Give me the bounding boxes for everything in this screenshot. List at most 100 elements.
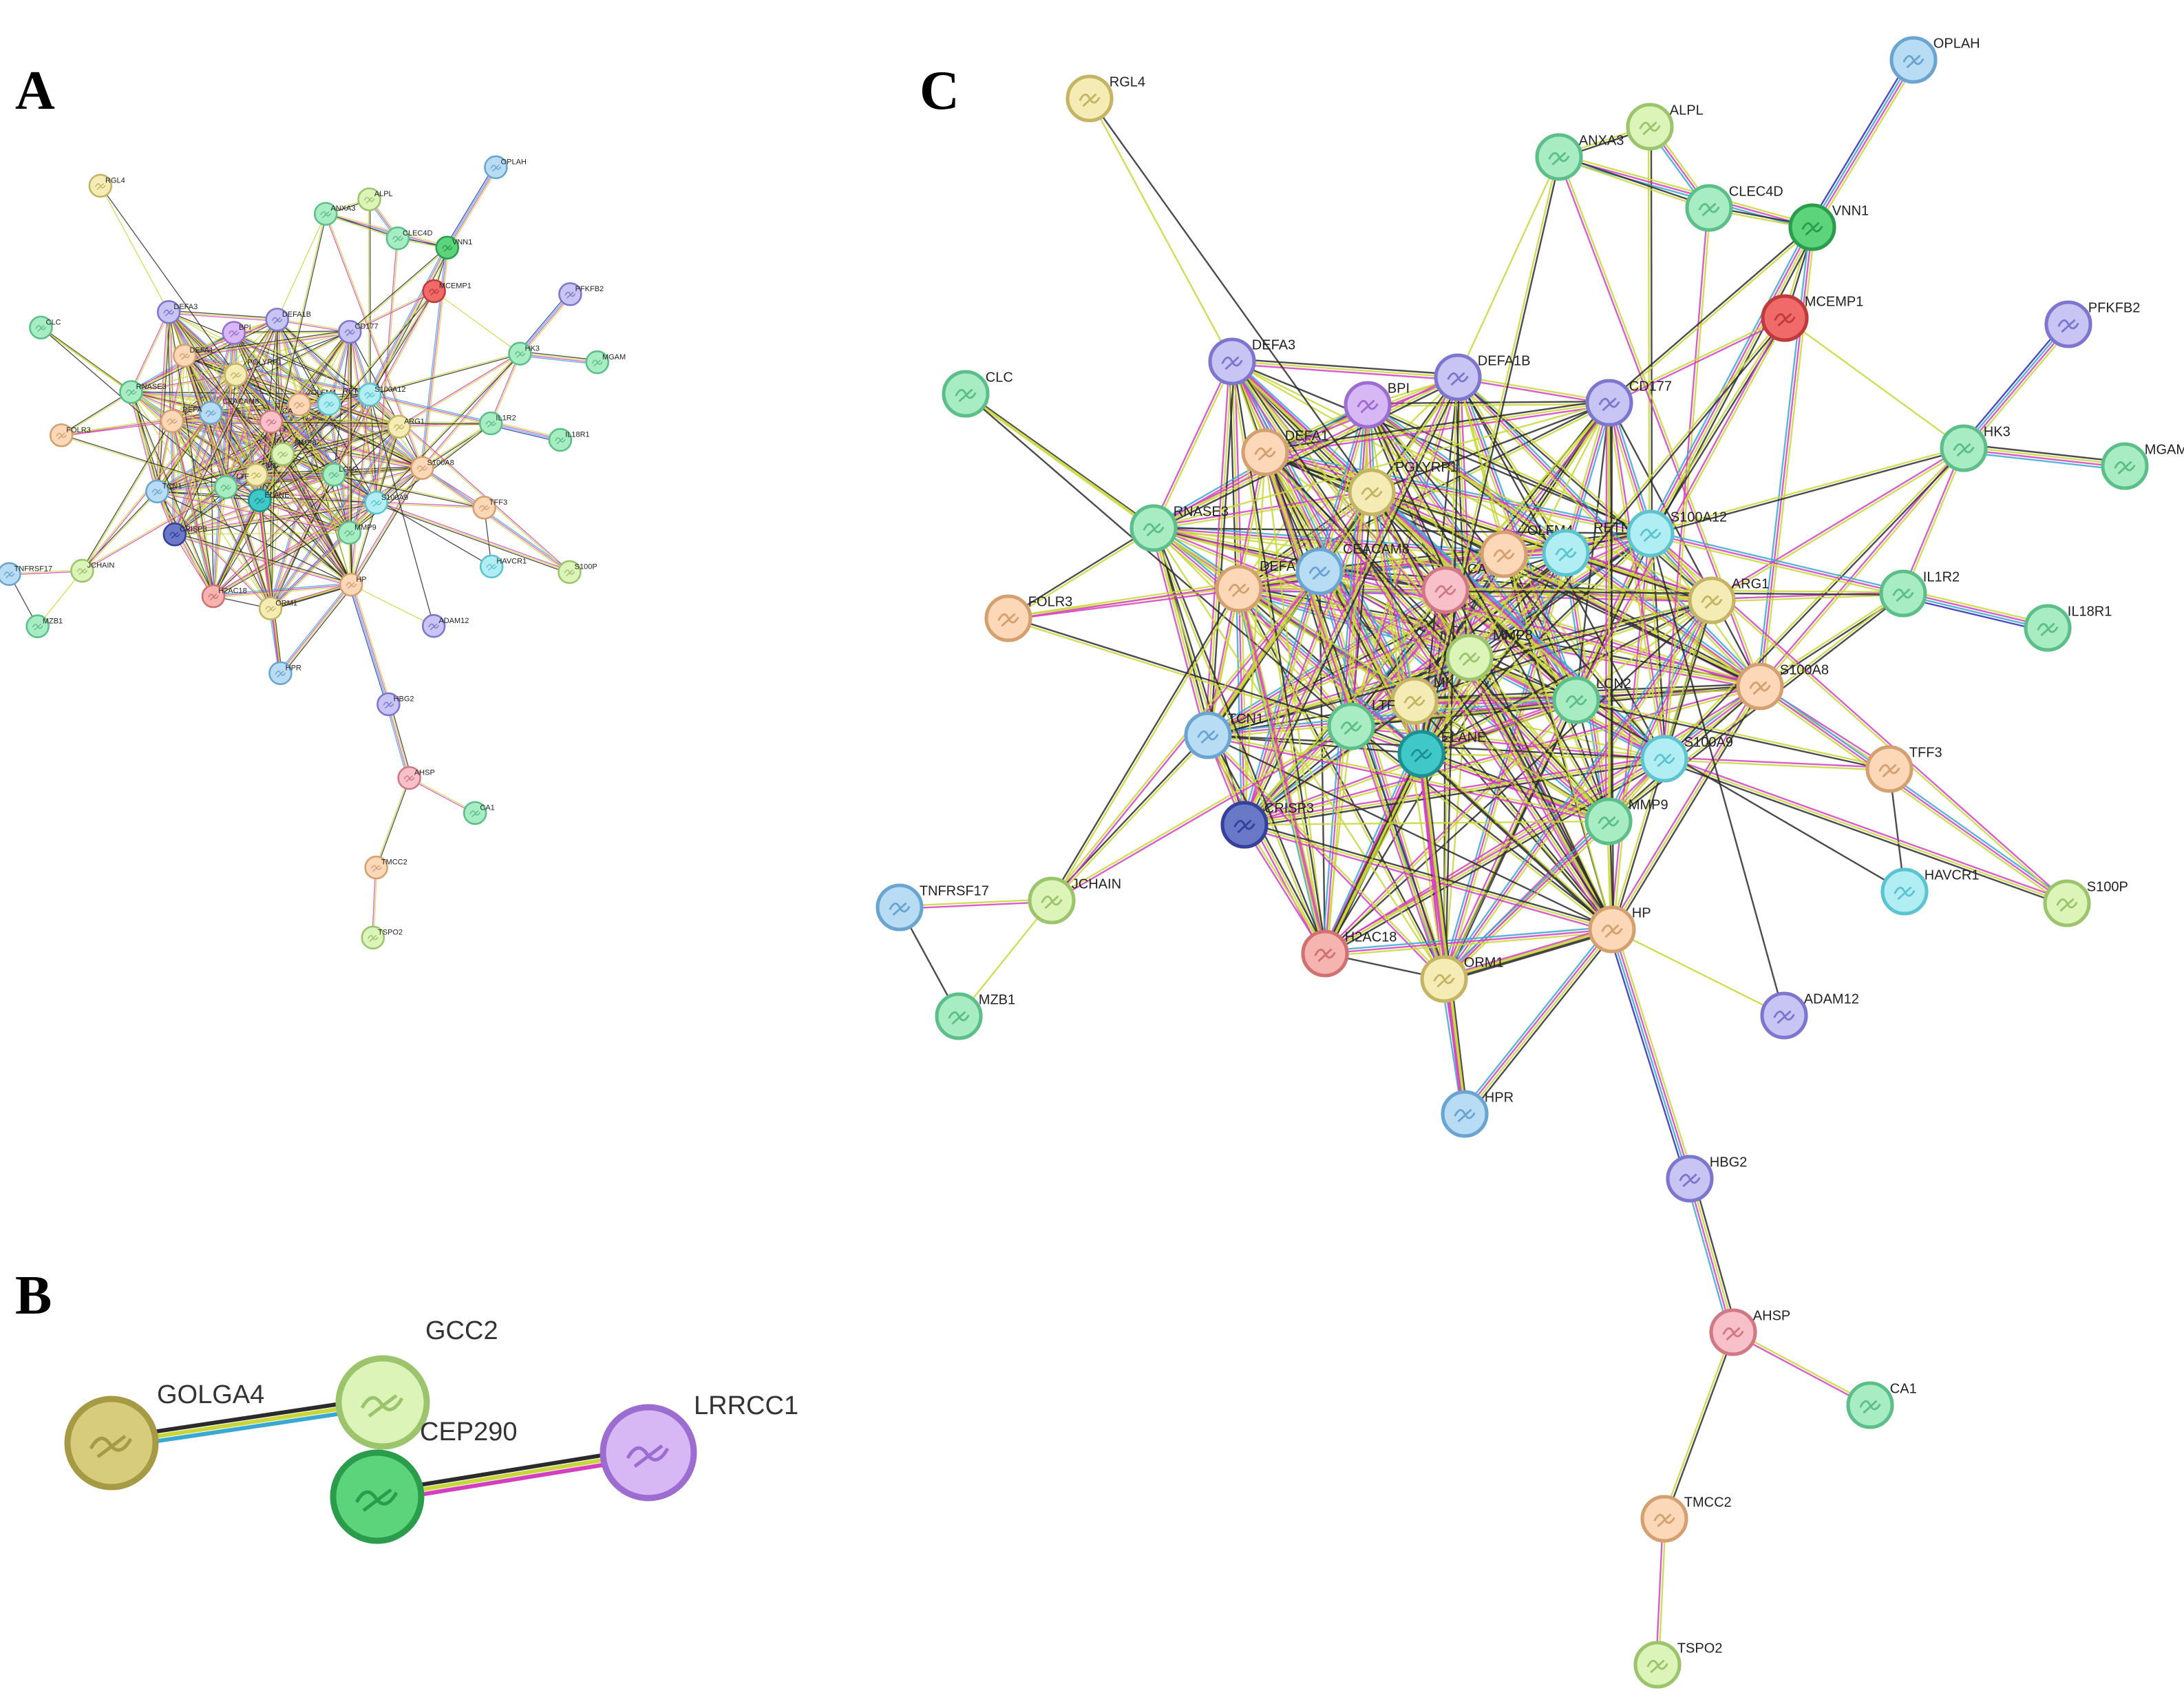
net-c-node-mk[interactable]: MK (1390, 675, 1455, 725)
net-a-node-s100a8[interactable]: S100A8 (410, 456, 454, 481)
net-c-node-pglyrp1[interactable]: PGLYRP1 (1348, 460, 1458, 516)
net-c-node-s100a8[interactable]: S100A8 (1736, 662, 1829, 710)
net-b-node-cep290[interactable]: CEP290 (330, 1418, 518, 1544)
net-a-node-crisp3[interactable]: CRISP3 (162, 522, 207, 547)
net-c-node-orm1[interactable]: ORM1 (1420, 955, 1504, 1003)
net-a-node-arg1[interactable]: ARG1 (387, 414, 425, 439)
net-c-node-arg1[interactable]: ARG1 (1688, 576, 1769, 624)
net-a-node-tspo2[interactable]: TSPO2 (361, 925, 403, 950)
net-a-node-pfkfb2[interactable]: PFKFB2 (558, 282, 604, 306)
net-a-node-anxa3[interactable]: ANXA3 (313, 202, 355, 226)
net-c-node-lcn2[interactable]: LCN2 (1552, 676, 1631, 724)
net-c-node-clc[interactable]: CLC (942, 370, 1013, 418)
net-a-node-il1r2[interactable]: IL1R2 (478, 411, 516, 436)
net-c-node-il1r2[interactable]: IL1R2 (1879, 569, 1960, 618)
net-c-node-defa1b[interactable]: DEFA1B (1434, 353, 1531, 401)
net-a-node-lcn2[interactable]: LCN2 (321, 463, 359, 487)
net-a-node-ahsp[interactable]: AHSP (397, 766, 435, 790)
net-a-node-hp[interactable]: HP (339, 572, 367, 597)
net-c-node-defa3[interactable]: DEFA3 (1208, 337, 1295, 386)
net-c-node-retn[interactable]: RETN (1542, 520, 1631, 577)
net-a-node-defa[interactable]: DEFA (160, 406, 202, 433)
net-c-node-elane[interactable]: ELANE (1397, 730, 1486, 778)
net-a-node-rnase3[interactable]: RNASE3 (119, 380, 167, 404)
net-c-node-mcemp1[interactable]: MCEMP1 (1761, 294, 1863, 342)
net-a-node-defa1b[interactable]: DEFA1B (265, 307, 311, 332)
net-c-node-mgam[interactable]: MGAM (2101, 442, 2184, 490)
net-b-node-gcc2[interactable]: GCC2 (335, 1316, 498, 1450)
net-c-node-jchain[interactable]: JCHAIN (1028, 876, 1121, 925)
net-c-node-hbg2[interactable]: HBG2 (1666, 1155, 1747, 1203)
net-a-node-bpi[interactable]: BPI (222, 321, 251, 345)
net-c-node-havcr1[interactable]: HAVCR1 (1880, 867, 1979, 916)
net-c-node-defa[interactable]: DEFA (1215, 559, 1296, 613)
net-a-node-s100a9[interactable]: S100A9 (364, 490, 408, 515)
net-c-node-s100p[interactable]: S100P (2043, 879, 2128, 927)
net-a-node-cd177[interactable]: CD177 (337, 319, 379, 344)
net-a-node-s100a12[interactable]: S100A12 (357, 382, 406, 407)
net-a-node-rgl4[interactable]: RGL4 (88, 173, 125, 198)
net-c-node-tspo2[interactable]: TSPO2 (1633, 1641, 1722, 1689)
net-a-node-vnn1[interactable]: VNN1 (435, 235, 473, 260)
net-a-node-clec4d[interactable]: CLEC4D (385, 226, 433, 251)
net-c-node-tcn1[interactable]: TCN1 (1184, 711, 1264, 759)
net-b-node-golga4[interactable]: GOLGA4 (64, 1380, 264, 1491)
net-c-node-ca1[interactable]: CA1 (1846, 1381, 1917, 1429)
net-c-node-tff3[interactable]: TFF3 (1865, 745, 1942, 793)
net-a-node-hk3[interactable]: HK3 (508, 341, 540, 366)
net-a-node-mmp9[interactable]: MMP9 (337, 520, 377, 545)
net-a-node-mzb1[interactable]: MZB1 (25, 614, 63, 638)
net-c-node-hpr[interactable]: HPR (1441, 1090, 1514, 1138)
net-a-node-ca[interactable]: CA (259, 408, 293, 434)
net-c-node-mmp8[interactable]: MMP8 (1445, 628, 1533, 682)
net-c-node-rgl4[interactable]: RGL4 (1066, 74, 1145, 123)
net-a-node-pglyrp1[interactable]: PGLYRP1 (224, 358, 282, 387)
net-b-node-lrrcc1[interactable]: LRRCC1 (600, 1391, 798, 1502)
net-c-node-ahsp[interactable]: AHSP (1709, 1308, 1790, 1356)
net-c-node-tmcc2[interactable]: TMCC2 (1640, 1495, 1732, 1543)
net-c-node-rnase3[interactable]: RNASE3 (1130, 504, 1229, 552)
net-a-node-mmp8[interactable]: MMP8 (271, 439, 317, 466)
net-c-node-folr3[interactable]: FOLR3 (984, 594, 1072, 642)
net-c-node-alpl[interactable]: ALPL (1626, 103, 1704, 151)
net-c-node-s100a9[interactable]: S100A9 (1640, 735, 1733, 783)
net-c-node-anxa3[interactable]: ANXA3 (1535, 133, 1624, 181)
net-a-node-oplah[interactable]: OPLAH (484, 155, 527, 180)
net-a-node-defa3[interactable]: DEFA3 (156, 299, 198, 324)
net-c-node-bpi[interactable]: BPI (1344, 381, 1410, 429)
net-c-node-crisp3[interactable]: CRISP3 (1220, 801, 1314, 849)
net-c-node-ca[interactable]: CA (1421, 562, 1487, 614)
net-a-node-alpl[interactable]: ALPL (357, 187, 393, 211)
net-a-node-orm1[interactable]: ORM1 (258, 596, 297, 621)
net-a-node-ltf[interactable]: LTF (213, 473, 249, 499)
net-c-node-cd177[interactable]: CD177 (1585, 379, 1672, 427)
net-a-node-hpr[interactable]: HPR (268, 661, 301, 686)
net-a-node-folr3[interactable]: FOLR3 (49, 423, 91, 448)
net-c-node-hp[interactable]: HP (1588, 905, 1651, 954)
net-a-node-mgam[interactable]: MGAM (585, 350, 626, 375)
net-c-node-mmp9[interactable]: MMP9 (1584, 797, 1668, 845)
net-a-node-ca1[interactable]: CA1 (463, 801, 495, 825)
net-a-node-mk[interactable]: MK (244, 462, 278, 487)
net-c-node-defa1[interactable]: DEFA1 (1241, 428, 1328, 476)
net-c-node-s100a12[interactable]: S100A12 (1626, 509, 1727, 558)
net-c-node-oplah[interactable]: OPLAH (1889, 36, 1980, 84)
net-c-node-pfkfb2[interactable]: PFKFB2 (2044, 300, 2140, 348)
net-c-node-il18r1[interactable]: IL18R1 (2024, 604, 2112, 652)
net-c-node-h2ac18[interactable]: H2AC18 (1301, 929, 1397, 978)
net-c-node-mzb1[interactable]: MZB1 (935, 992, 1015, 1040)
net-a-node-il18r1[interactable]: IL18R1 (548, 428, 590, 452)
net-a-node-havcr1[interactable]: HAVCR1 (479, 554, 527, 579)
net-c-node-ceacam8[interactable]: CEACAM8 (1295, 542, 1410, 596)
net-a-node-clc[interactable]: CLC (29, 315, 61, 340)
net-a-node-hbg2[interactable]: HBG2 (377, 692, 414, 717)
net-a-node-tmcc2[interactable]: TMCC2 (364, 855, 407, 880)
net-a-node-h2ac18[interactable]: H2AC18 (201, 584, 247, 609)
net-a-node-jchain[interactable]: JCHAIN (70, 558, 114, 583)
net-a-node-mcemp1[interactable]: MCEMP1 (422, 279, 471, 304)
net-a-node-tnfrsf17[interactable]: TNFRSF17 (0, 562, 52, 587)
net-c-node-ltf[interactable]: LTF (1327, 698, 1395, 750)
net-a-node-defa1[interactable]: DEFA1 (172, 344, 213, 368)
net-a-node-tff3[interactable]: TFF3 (472, 496, 507, 520)
net-c-node-hk3[interactable]: HK3 (1940, 424, 2011, 472)
